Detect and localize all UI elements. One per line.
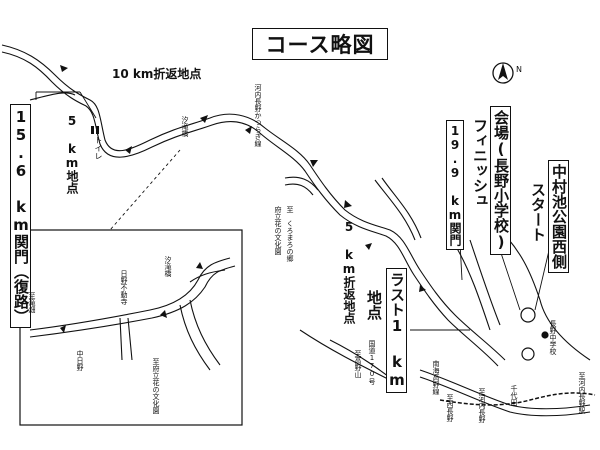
side-roads xyxy=(29,92,591,417)
label-kuromaro: 至 くろまろの郷 xyxy=(286,206,294,262)
label-kuromaro2: 府立花の文化園 xyxy=(274,206,282,255)
label-turn10: 10 km折返地点 xyxy=(112,67,202,81)
label-km5: 5 km地点 xyxy=(65,114,79,194)
toilet-icon-mark xyxy=(91,126,99,134)
inset-arrows xyxy=(60,262,203,333)
inset-label-nakahino: 中日野 xyxy=(76,350,84,371)
finish-circles xyxy=(520,307,549,361)
label-to-koya: 至高野山 xyxy=(354,350,362,378)
label-last1b: 地点 xyxy=(365,290,383,320)
label-gate156: 15.6 km関門（復路） xyxy=(10,104,31,328)
label-finish: フィニッシュ xyxy=(471,118,489,208)
label-start2: スタート xyxy=(529,182,547,242)
inset-roads xyxy=(29,257,236,371)
inset-label-shitaki: 汐滝橋 xyxy=(164,256,172,277)
label-sengoku: 千代田 xyxy=(510,385,518,406)
label-to-sakai: 至河内長野 xyxy=(478,388,486,423)
label-nankai: 南海高野線 xyxy=(432,360,440,395)
inset-label-to-takigahata: 至滝畑 xyxy=(28,292,36,313)
inset-label-to-hanano: 至府立花の文化園 xyxy=(152,358,160,414)
inset-label-hino: 日野不動寺 xyxy=(120,270,128,305)
label-road170: 国道170号 xyxy=(368,340,376,385)
label-gate199: 19.9 km関門 xyxy=(446,120,464,250)
label-venue: 会場(長野小学校) xyxy=(490,106,511,255)
page-title: コース略図 xyxy=(252,28,388,60)
label-to-nishi: 至西長野 xyxy=(446,394,454,422)
inset-leader xyxy=(109,149,181,231)
label-turn5: 5 km折返地点 xyxy=(342,220,356,324)
label-nagano-jhs: 長野中学校 xyxy=(549,320,557,355)
inset-frame xyxy=(19,229,243,426)
label-start: 中村池公園西側 xyxy=(548,160,569,273)
course-arrows xyxy=(60,65,426,292)
label-kawachi-road: 河内長野かつらぎ線 xyxy=(254,84,262,147)
label-toilet: トイレ xyxy=(94,136,103,160)
main-road xyxy=(1,44,506,367)
label-to-kawachi-st: 至河内長野駅 xyxy=(578,372,586,414)
north-label: N xyxy=(516,65,522,74)
label-last1: ラスト1 km xyxy=(386,268,407,393)
label-shitaki: 汐滝橋 xyxy=(181,116,189,137)
north-arrow xyxy=(492,62,514,84)
railway xyxy=(439,392,596,406)
